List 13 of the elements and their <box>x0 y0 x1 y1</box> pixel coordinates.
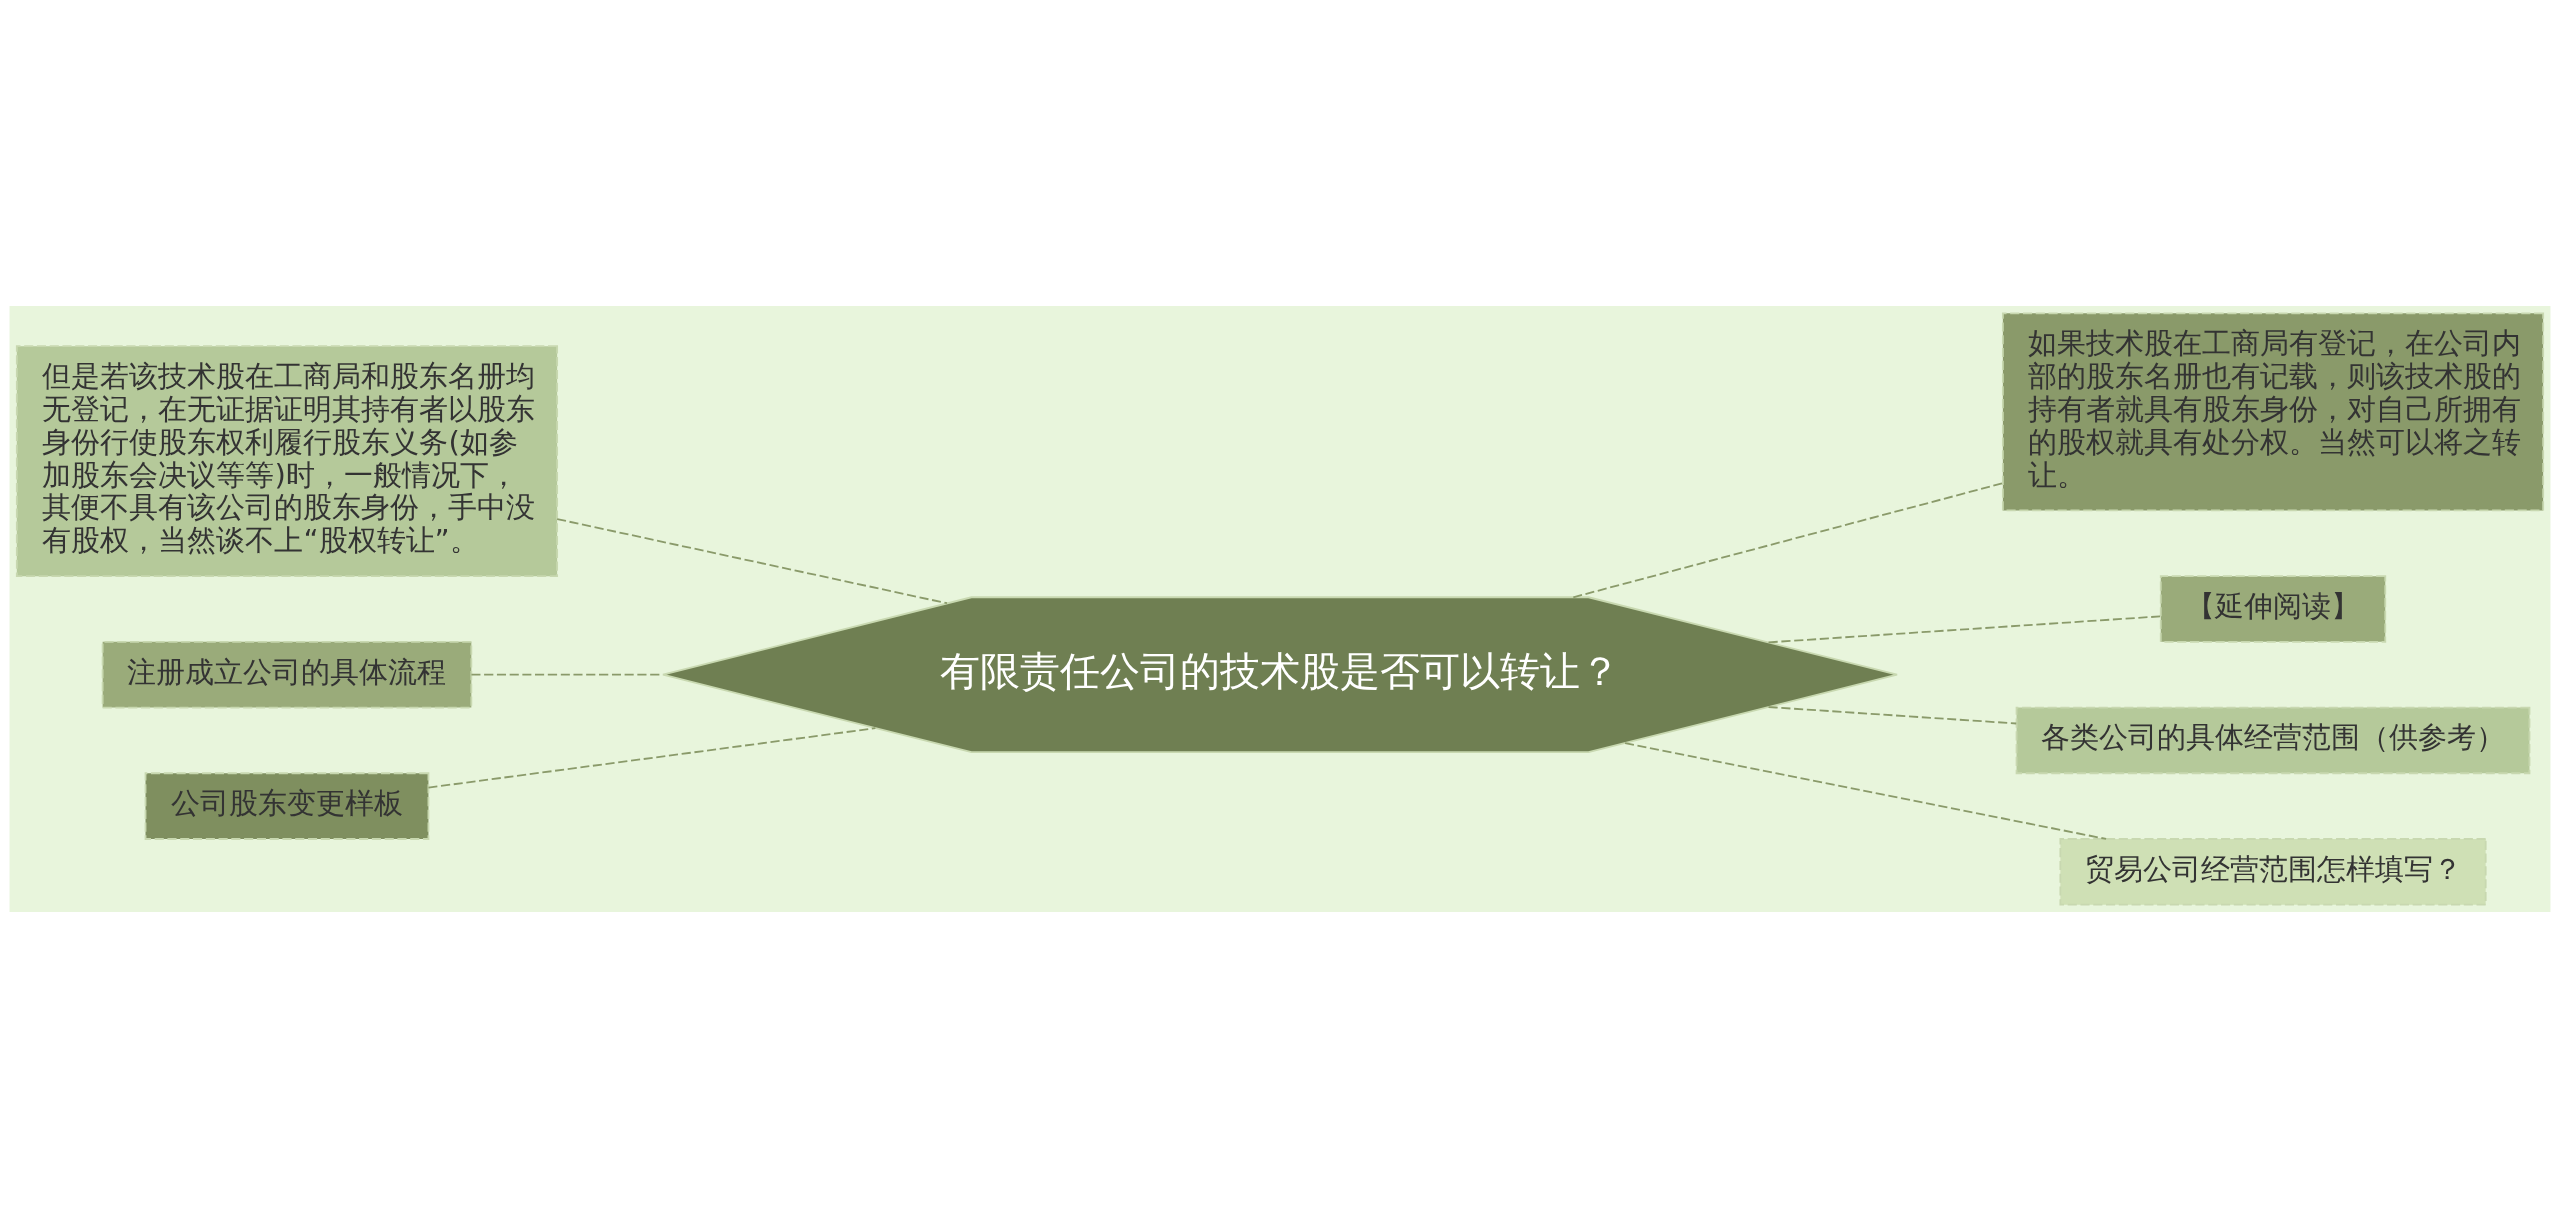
node-box: 【延伸阅读】 <box>2159 575 2387 643</box>
node-box: 各类公司的具体经营范围（供参考） <box>2015 706 2531 775</box>
connector <box>427 727 877 789</box>
connector <box>1624 742 2107 840</box>
node-box: 但是若该技术股在工商局和股东名册均无登记，在无证据证明其持有者以股东身份行使股东权利履行股东义务(如参加股东会决议等等)时，一般情况下，其便不具有该公司的股东身份，手中没有股权，当然谈不上“股权转让”。 <box>15 345 559 578</box>
connector <box>1767 706 2018 725</box>
node-box: 注册成立公司的具体流程 <box>101 640 473 709</box>
connector <box>1572 482 2003 599</box>
node-box: 贸易公司经营范围怎样填写？ <box>2059 838 2487 906</box>
connector <box>1767 615 2162 644</box>
node-box: 公司股东变更样板 <box>144 772 430 840</box>
node-box: 如果技术股在工商局有登记，在公司内部的股东名册也有记载，则该技术股的持有者就具有股东身份，对自己所拥有的股权就具有处分权。当然可以将之转让。 <box>2001 312 2545 512</box>
connector <box>556 518 948 605</box>
